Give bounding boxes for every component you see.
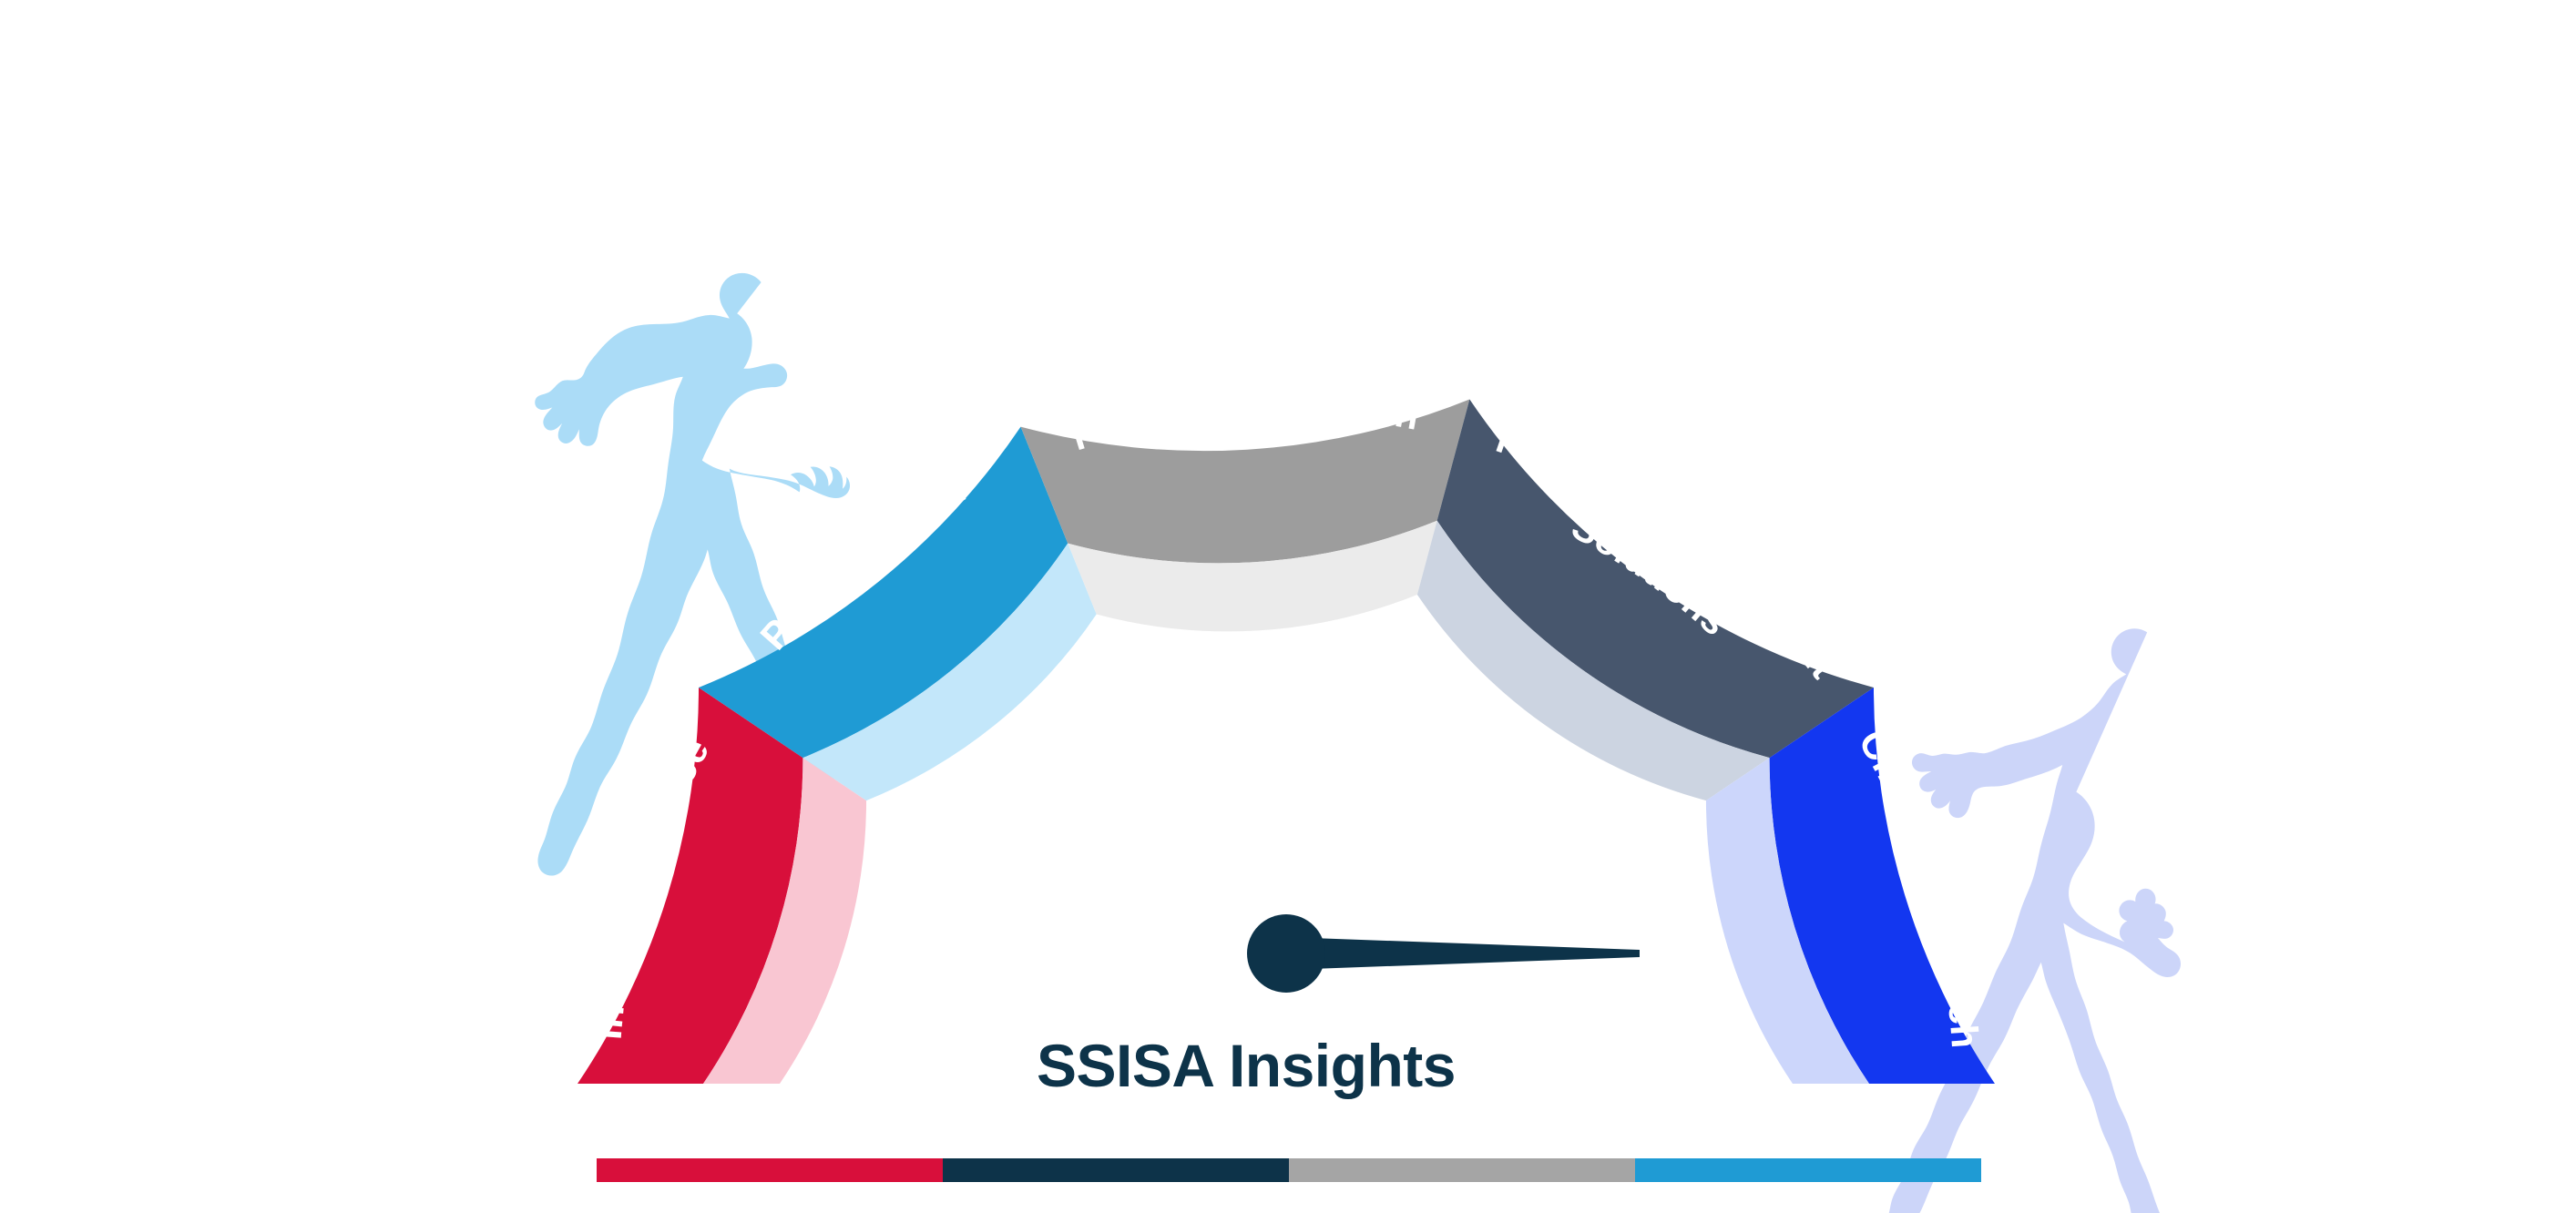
gauge-segment-outer-2[interactable] — [1020, 399, 1470, 564]
bar-segment-navy — [943, 1158, 1289, 1182]
gauge-segment-inner-1 — [802, 543, 1097, 801]
gauge-arc-group — [578, 399, 1995, 1084]
page-title: SSISA Insights — [1037, 1032, 1456, 1099]
gauge-needle[interactable] — [1247, 914, 1640, 993]
bar-segment-crimson — [597, 1158, 943, 1182]
male-runner-silhouette — [535, 272, 851, 876]
gauge-segment-outer-1[interactable] — [699, 426, 1068, 759]
needle-hub — [1247, 914, 1325, 993]
needle-pointer — [1286, 937, 1640, 970]
gauge-segment-inner-4 — [1705, 758, 1869, 1084]
gauge-segment-inner-0 — [703, 758, 867, 1084]
gauge-segment-outer-3[interactable] — [1436, 399, 1874, 759]
bar-segment-blue — [1635, 1158, 1981, 1182]
bar-segment-gray — [1289, 1158, 1635, 1182]
brand-color-bar — [597, 1158, 1981, 1182]
gauge-segment-inner-3 — [1416, 520, 1770, 801]
female-runner-silhouette — [1888, 628, 2182, 1213]
gauge-segment-inner-2 — [1068, 520, 1437, 632]
gauge-segment-outer-4[interactable] — [1769, 687, 1995, 1084]
gauge-segment-outer-0[interactable] — [578, 687, 803, 1084]
